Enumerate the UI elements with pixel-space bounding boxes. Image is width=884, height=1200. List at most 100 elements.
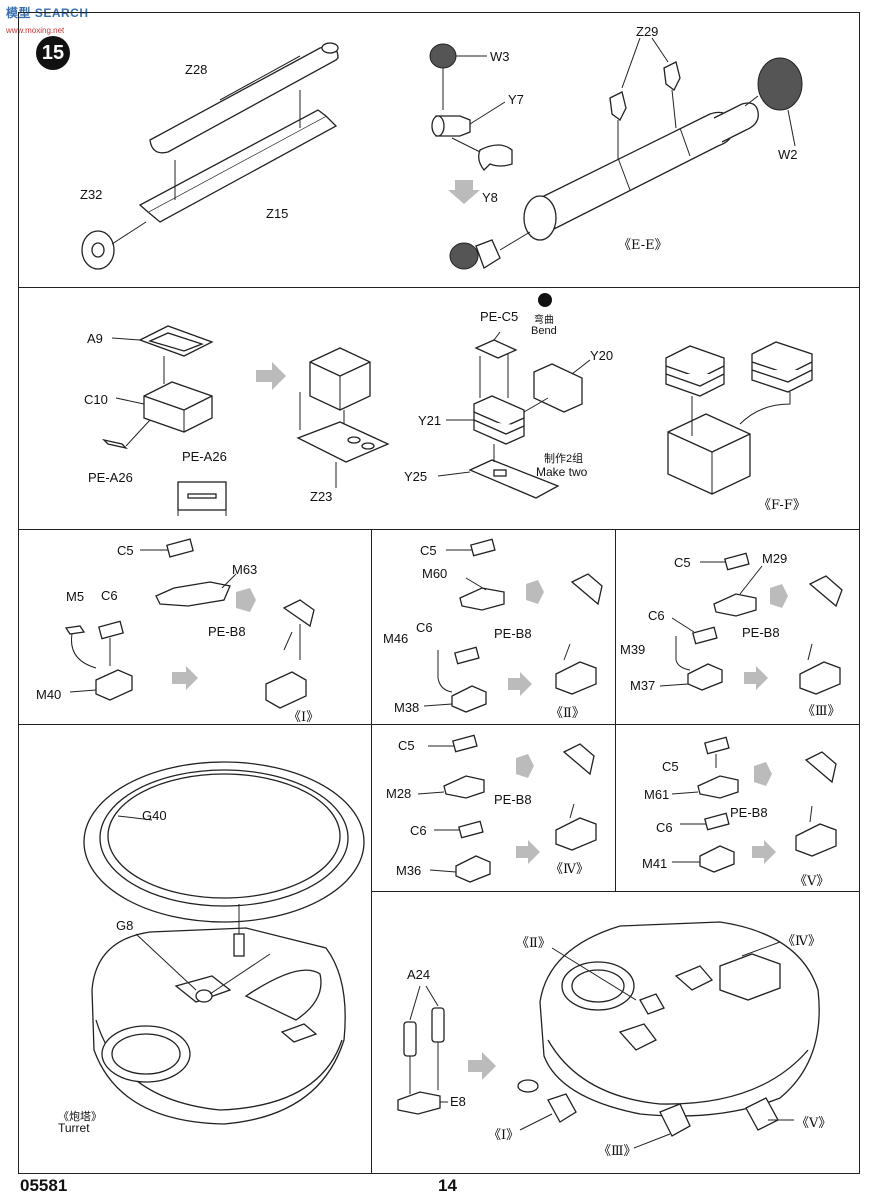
- label-y21: Y21: [418, 413, 442, 428]
- exhaust-assembly-drawing: [81, 37, 803, 270]
- sub-ii-parts: [423, 538, 603, 713]
- turret-pin: [233, 904, 245, 957]
- sub-iv-label-pe-b8: PE-B8: [494, 792, 532, 807]
- sub-ii-label-c5: C5: [420, 543, 437, 558]
- part-pe-a26-box: [177, 481, 227, 516]
- final-arrow: [468, 1052, 496, 1080]
- sub-v-label-m41: M41: [642, 856, 668, 871]
- label-z23: Z23: [310, 489, 333, 504]
- sub-iii-label-c5: C5: [674, 555, 691, 570]
- part-assembled-box: [299, 347, 371, 448]
- turret-ring-g40: [83, 761, 365, 923]
- sub-v-label-m61: M61: [644, 787, 670, 802]
- sub-iii-label-m29: M29: [762, 551, 788, 566]
- final-label-e8: E8: [450, 1094, 466, 1109]
- part-lower-elbow: [449, 231, 531, 270]
- part-a24: [403, 985, 445, 1094]
- label-pe-c5: PE-C5: [480, 309, 519, 324]
- sub-i-label-m5: M5: [66, 589, 85, 604]
- label-c10: C10: [84, 392, 108, 407]
- label-z32: Z32: [80, 187, 103, 202]
- sub-i-label-c6: C6: [101, 588, 118, 603]
- sub-assemblies-row2: [417, 734, 837, 883]
- label-z15: Z15: [266, 206, 289, 221]
- sub-iv-parts: [417, 734, 597, 883]
- part-z28: [149, 42, 339, 154]
- final-label-v: 《Ⅴ》: [796, 1116, 832, 1131]
- part-c10: [115, 356, 213, 433]
- part-w3: [429, 43, 487, 110]
- part-z32: [81, 221, 147, 270]
- sub-ii-label-pe-b8: PE-B8: [494, 626, 532, 641]
- sub-iii-label-m37: M37: [630, 678, 656, 693]
- label-bend-cn: 弯曲: [534, 315, 554, 326]
- sub-v-section: 《Ⅴ》: [794, 874, 830, 889]
- label-y20: Y20: [590, 348, 614, 363]
- label-z29: Z29: [636, 24, 659, 39]
- label-w3: W3: [490, 49, 510, 64]
- part-y20: [533, 359, 591, 413]
- sub-i-parts: [64, 538, 315, 709]
- part-y8: [451, 137, 513, 171]
- panel2-arrow-1: [256, 362, 286, 390]
- label-make-two-en: Make two: [536, 465, 588, 479]
- part-e8: [397, 1091, 448, 1115]
- part-z23: [296, 421, 390, 488]
- sub-i-section: 《Ⅰ》: [288, 710, 320, 725]
- sub-iii-parts: [659, 552, 843, 695]
- label-pe-a26-left: PE-A26: [88, 470, 133, 485]
- direction-arrow: [448, 180, 480, 204]
- turret-assembled: [517, 921, 820, 1149]
- sub-iii-label-m39: M39: [620, 642, 646, 657]
- label-g40: G40: [142, 808, 167, 823]
- bend-icon: [538, 293, 552, 307]
- sub-ii-label-m60: M60: [422, 566, 448, 581]
- sub-iii-section: 《Ⅲ》: [802, 704, 841, 719]
- turret-body: [91, 927, 346, 1125]
- sub-v-parts: [671, 736, 837, 873]
- product-code: 05581: [20, 1176, 68, 1195]
- section-label-ff: 《F-F》: [758, 498, 806, 513]
- part-y7: [431, 101, 506, 137]
- sub-i-label-m40: M40: [36, 687, 62, 702]
- sub-iii-label-c6: C6: [648, 608, 665, 623]
- label-turret-en: Turret: [58, 1121, 90, 1135]
- final-label-ii: 《Ⅱ》: [516, 936, 551, 951]
- storage-box-drawing: [101, 293, 813, 516]
- sub-i-label-c5: C5: [117, 543, 134, 558]
- part-ff-assembly: [665, 341, 813, 495]
- step-number-badge: 15: [36, 36, 70, 70]
- part-main-pipe: [523, 102, 759, 241]
- label-y8: Y8: [482, 190, 498, 205]
- sub-v-label-pe-b8: PE-B8: [730, 805, 768, 820]
- watermark-brand: 模型 SEARCH: [6, 6, 89, 20]
- label-bend-en: Bend: [531, 325, 557, 337]
- label-y7: Y7: [508, 92, 524, 107]
- label-w2: W2: [778, 147, 798, 162]
- sub-ii-label-m46: M46: [383, 631, 409, 646]
- part-pe-c5: [474, 331, 518, 398]
- sub-iv-section: 《Ⅳ》: [550, 862, 589, 877]
- part-pe-a26-strap: [101, 419, 151, 450]
- part-w2: [744, 57, 803, 147]
- part-a9: [111, 325, 214, 357]
- part-g8: [135, 933, 271, 1003]
- watermark-url: www.moxing.net: [6, 26, 65, 35]
- label-a9: A9: [87, 331, 103, 346]
- panel-final-assembly: [371, 891, 860, 1174]
- sub-ii-section: 《Ⅱ》: [550, 706, 585, 721]
- part-y21: [446, 395, 549, 445]
- section-label-ee: 《E-E》: [618, 238, 668, 253]
- sub-iv-label-m36: M36: [396, 863, 422, 878]
- sub-i-label-m63: M63: [232, 562, 258, 577]
- label-turret-cn: 《炮塔》: [58, 1111, 102, 1123]
- final-label-iv: 《Ⅳ》: [782, 934, 821, 949]
- sub-v-label-c6: C6: [656, 820, 673, 835]
- label-make-two-cn: 制作2组: [544, 453, 584, 465]
- sub-i-label-pe-b8: PE-B8: [208, 624, 246, 639]
- part-y25: [437, 444, 560, 499]
- part-z15: [138, 90, 338, 223]
- final-label-i: 《Ⅰ》: [488, 1128, 520, 1143]
